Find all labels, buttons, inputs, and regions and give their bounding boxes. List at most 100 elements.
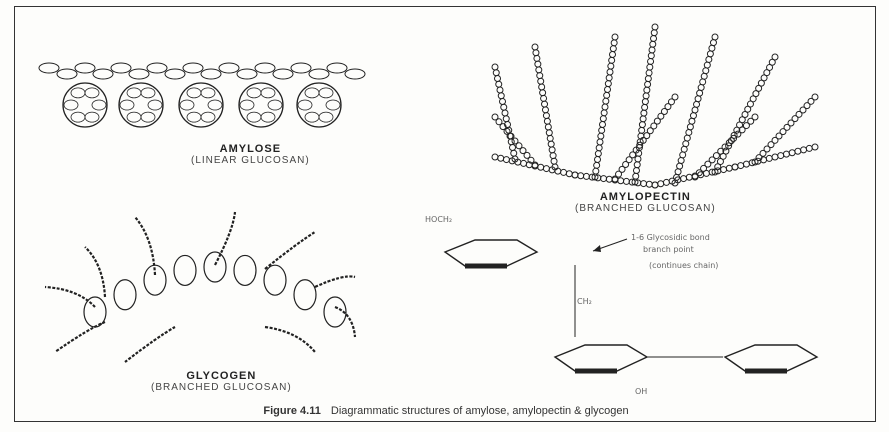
amylopectin-bead bbox=[537, 73, 543, 79]
amylopectin-bead bbox=[492, 154, 498, 160]
amylopectin-bead bbox=[492, 114, 498, 120]
amylopectin-bead bbox=[687, 124, 693, 130]
amylopectin-bead bbox=[672, 94, 678, 100]
amylose-glucose-unit bbox=[39, 63, 59, 73]
amylopectin-bead bbox=[611, 40, 617, 46]
amylose-glucose-unit bbox=[187, 88, 201, 98]
branch-point-label: branch point bbox=[643, 245, 694, 254]
amylose-glucose-unit bbox=[148, 100, 162, 110]
amylopectin-bead bbox=[690, 113, 696, 119]
figure-number: Figure 4.11 bbox=[263, 405, 320, 417]
glycogen-branch bbox=[85, 247, 105, 297]
amylose-title: AMYLOSE bbox=[191, 143, 310, 155]
amylopectin-bead bbox=[645, 76, 651, 82]
amylopectin-bead bbox=[606, 75, 612, 81]
glycogen-helix-coil bbox=[294, 280, 316, 310]
chain-label: (continues chain) bbox=[649, 261, 718, 270]
amylopectin-bead bbox=[539, 84, 545, 90]
glycogen-helix-coil bbox=[114, 280, 136, 310]
amylose-glucose-unit bbox=[345, 69, 365, 79]
amylopectin-bead bbox=[642, 99, 648, 105]
amylopectin-bead bbox=[609, 57, 615, 63]
glycogen-helix-coil bbox=[204, 252, 226, 282]
amylopectin-bead bbox=[651, 30, 657, 36]
amylopectin-bead bbox=[675, 169, 681, 175]
amylopectin-bead bbox=[502, 110, 508, 116]
amylose-glucose-unit bbox=[141, 88, 155, 98]
glycogen-helix-coil bbox=[234, 255, 256, 285]
amylopectin-bead bbox=[493, 70, 499, 76]
oh-label: OH bbox=[635, 387, 647, 396]
amylopectin-bead bbox=[738, 163, 744, 169]
amylose-glucose-unit bbox=[85, 88, 99, 98]
bond-pointer-arrowhead bbox=[593, 245, 601, 252]
amylose-glucose-unit bbox=[183, 63, 203, 73]
amylopectin-bead bbox=[686, 174, 692, 180]
amylopectin-bead bbox=[595, 157, 601, 163]
amylopectin-bead bbox=[608, 63, 614, 69]
amylopectin-bead bbox=[595, 151, 601, 157]
amylopectin-bead bbox=[542, 101, 548, 107]
amylopectin-bead bbox=[496, 81, 502, 87]
glycogen-branch bbox=[335, 307, 355, 337]
amylopectin-bead bbox=[521, 160, 527, 166]
amylopectin-bead bbox=[610, 52, 616, 58]
amylopectin-bead bbox=[772, 154, 778, 160]
amylopectin-bead bbox=[646, 181, 652, 187]
amylopectin-bead bbox=[789, 150, 795, 156]
amylose-glucose-unit bbox=[208, 100, 222, 110]
amylopectin-bead bbox=[698, 172, 704, 178]
amylopectin-bead bbox=[641, 181, 647, 187]
amylopectin-bead bbox=[503, 157, 509, 163]
amylopectin-subtitle: (BRANCHED GLUCOSAN) bbox=[575, 203, 716, 214]
amylopectin-bead bbox=[641, 110, 647, 116]
amylopectin-bead bbox=[594, 162, 600, 168]
bond-label: 1-6 Glycosidic bond bbox=[631, 233, 710, 242]
amylopectin-bead bbox=[743, 161, 749, 167]
amylose-glucose-unit bbox=[120, 100, 134, 110]
amylose-glucose-unit bbox=[327, 63, 347, 73]
amylose-glucose-unit bbox=[298, 100, 312, 110]
amylose-glucose-unit bbox=[237, 69, 257, 79]
amylose-glucose-unit bbox=[319, 88, 333, 98]
glycogen-helix-coil bbox=[174, 255, 196, 285]
amylopectin-bead bbox=[697, 90, 703, 96]
glucose-ring-top bbox=[445, 240, 537, 266]
amylopectin-bead bbox=[597, 139, 603, 145]
amylopectin-bead bbox=[681, 176, 687, 182]
ch2-label: CH₂ bbox=[577, 297, 592, 306]
amylose-helix-ring bbox=[63, 83, 107, 127]
amylopectin-bead bbox=[548, 141, 554, 147]
amylopectin-bead bbox=[639, 127, 645, 133]
amylopectin-bead bbox=[546, 130, 552, 136]
amylopectin-bead bbox=[678, 158, 684, 164]
amylose-glucose-unit bbox=[85, 112, 99, 122]
hoch2-label: HOCH₂ bbox=[425, 215, 452, 224]
amylopectin-bead bbox=[652, 24, 658, 30]
amylopectin-bead bbox=[695, 96, 701, 102]
amylose-subtitle: (LINEAR GLUCOSAN) bbox=[191, 155, 310, 166]
amylopectin-bead bbox=[596, 145, 602, 151]
amylopectin-bead bbox=[541, 95, 547, 101]
amylopectin-bead bbox=[681, 146, 687, 152]
glycogen-helix-coil bbox=[264, 265, 286, 295]
amylopectin-bead bbox=[607, 69, 613, 75]
amylopectin-bead bbox=[605, 87, 611, 93]
amylose-glucose-unit bbox=[201, 112, 215, 122]
amylopectin-bead bbox=[680, 152, 686, 158]
amylopectin-bead bbox=[510, 145, 516, 151]
amylopectin-bead bbox=[602, 104, 608, 110]
glycogen-title: GLYCOGEN bbox=[151, 370, 292, 382]
amylopectin-bead bbox=[806, 145, 812, 151]
glycogen-branch bbox=[315, 276, 355, 287]
amylopectin-bead bbox=[501, 104, 507, 110]
amylopectin-bead bbox=[766, 155, 772, 161]
amylose-glucose-unit bbox=[247, 88, 261, 98]
amylopectin-bead bbox=[603, 98, 609, 104]
amylose-glucose-unit bbox=[305, 88, 319, 98]
amylopectin-bead bbox=[495, 76, 501, 82]
amylopectin-bead bbox=[498, 155, 504, 161]
amylopectin-bead bbox=[532, 44, 538, 50]
amylopectin-bead bbox=[498, 93, 504, 99]
glycogen-branch bbox=[45, 287, 95, 307]
